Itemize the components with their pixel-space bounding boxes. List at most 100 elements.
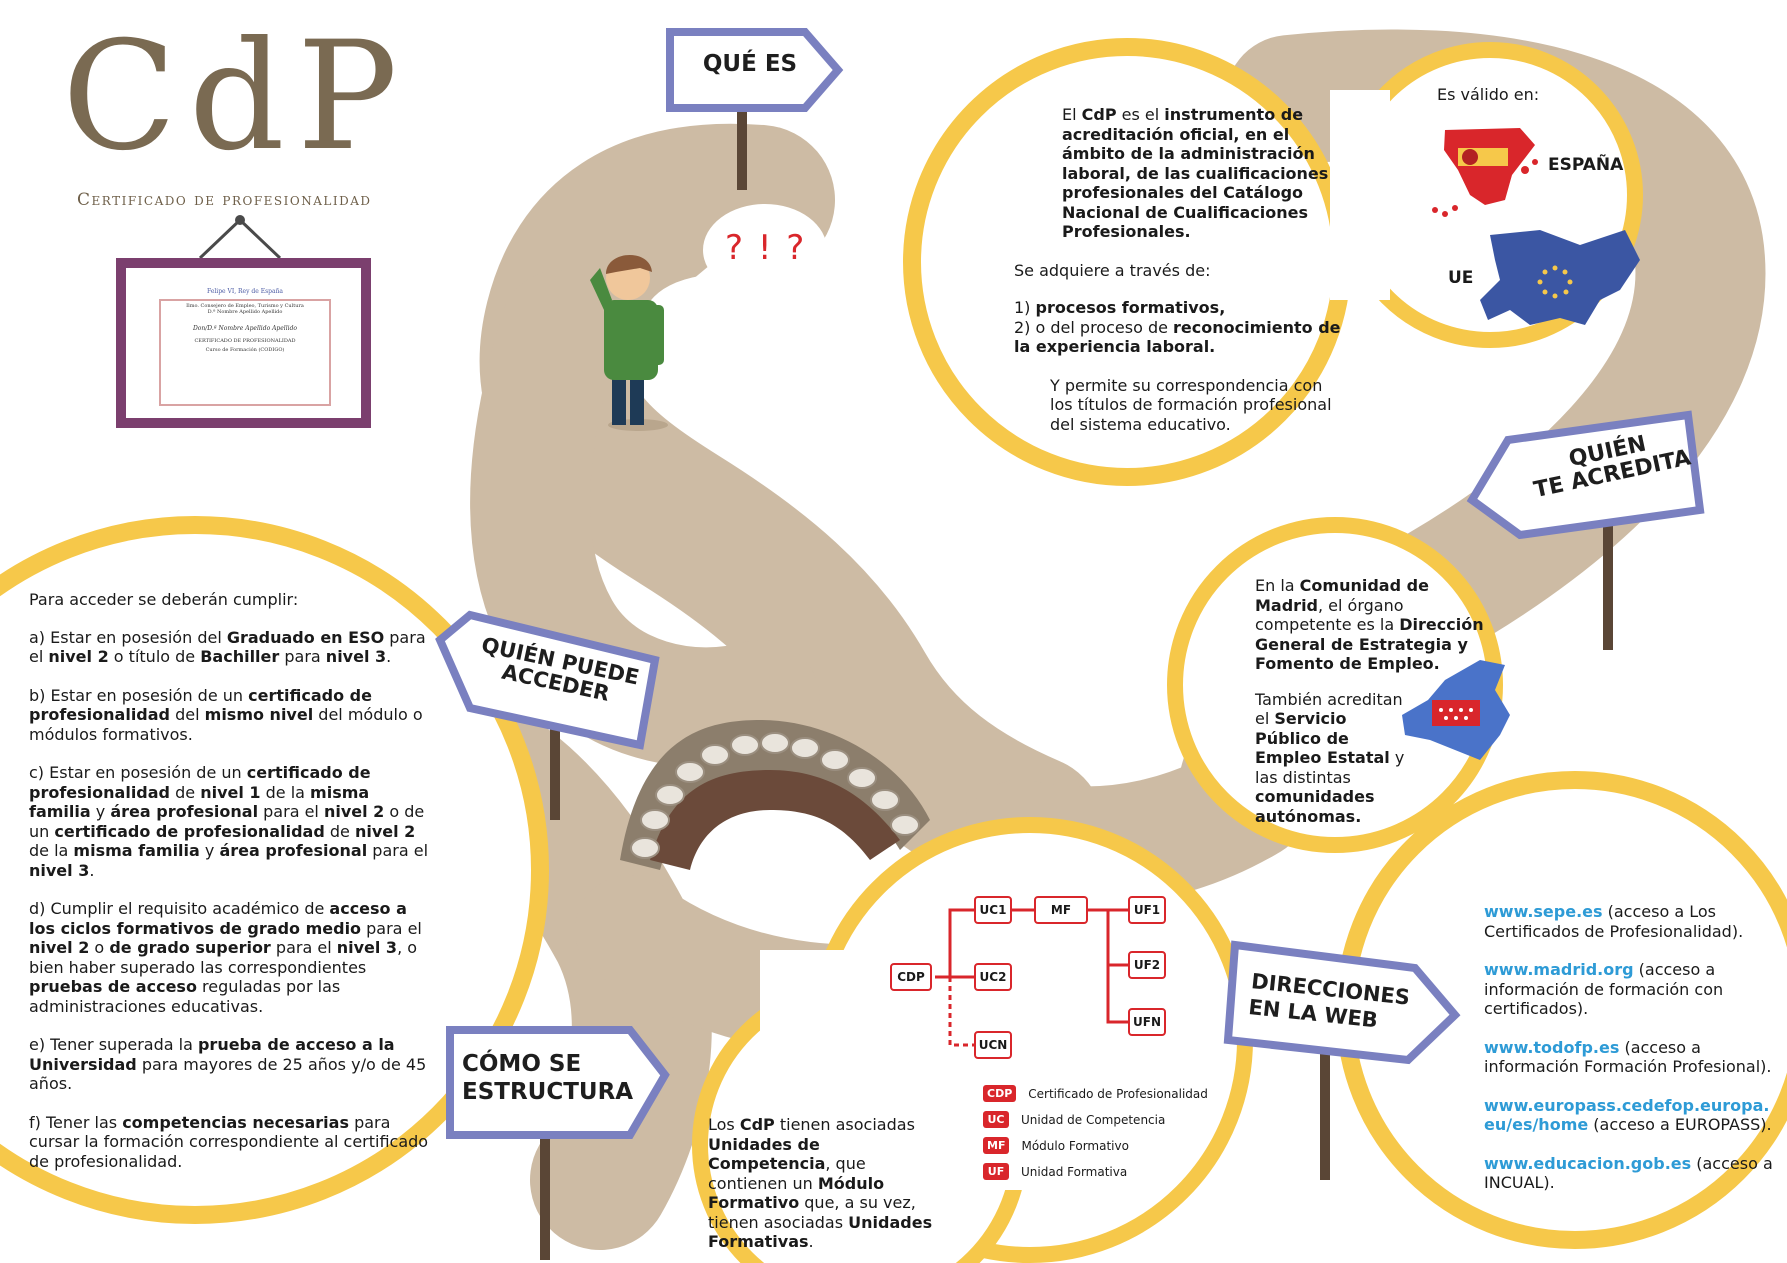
legend-item: UF Unidad Formativa [983, 1163, 1208, 1180]
web-link-madrid[interactable]: www.madrid.org [1484, 960, 1634, 980]
que-es-definition: El CdP es el instrumento de acreditación… [1062, 105, 1342, 242]
text-run: para el [361, 918, 422, 938]
text-run: f) Tener las [29, 1112, 123, 1132]
node-uf2: UF2 [1128, 951, 1166, 979]
que-es-correspondencia: Y permite su correspondencia con los tít… [1050, 376, 1340, 435]
web-link-sepe[interactable]: www.sepe.es [1484, 902, 1603, 921]
acredita-section: En la Comunidad de Madrid, el órgano com… [1255, 576, 1490, 845]
bold-text: Dirección General de Estrategia y Foment… [1255, 615, 1484, 674]
bold-text: pruebas de acceso [29, 977, 197, 997]
web-link-item: www.todofp.es (acceso a información Form… [1484, 1038, 1774, 1077]
text-run: , que contienen un [708, 1154, 866, 1193]
text-run: de la [29, 841, 74, 861]
bold-text: CdP [1081, 105, 1117, 124]
spain-map [1432, 128, 1538, 217]
bold-text: prueba de acceso a la Universidad [29, 1035, 395, 1074]
text-run: para mayores de 25 años y/o de 45 años. [29, 1054, 427, 1094]
legend-code: UF [983, 1163, 1009, 1180]
acredita-organo: En la Comunidad de Madrid, el órgano com… [1255, 576, 1490, 674]
circle-acceso [0, 516, 549, 1224]
text-run: para cursar la formación correspondiente… [29, 1112, 429, 1171]
web-link-item: www.madrid.org (acceso a información de … [1484, 960, 1774, 1019]
node-ucn: UCN [974, 1031, 1012, 1059]
text-run: 1) [1014, 298, 1036, 318]
node-ufn: UFN [1128, 1008, 1166, 1036]
bold-text: acceso a los ciclos formativos de grado … [29, 899, 407, 938]
text-run: c) Estar en posesión de un [29, 763, 247, 783]
text-run: d) Cumplir el requisito académico de [29, 899, 330, 919]
text-run: También acreditan el [1255, 689, 1403, 729]
bold-text: CdP [739, 1115, 775, 1134]
web-link-desc: (acceso a INCUAL). [1484, 1153, 1773, 1193]
acceso-item-e: e) Tener superada la prueba de acceso a … [29, 1035, 434, 1094]
node-uf1: UF1 [1128, 896, 1166, 924]
estructura-text: Los CdP tienen asociadas Unidades de Com… [708, 1115, 938, 1252]
text-run: de [170, 782, 201, 802]
text-run: o de un [29, 802, 425, 841]
ue-label: UE [1448, 268, 1474, 288]
bold-text: Servicio Público de Empleo Estatal [1255, 709, 1390, 768]
text-run: b) Estar en posesión de un [29, 685, 249, 705]
bold-text: certificado de profesionalidad [29, 763, 371, 802]
sign-que-es: Qué es [702, 51, 798, 77]
bold-text: nivel 2 [48, 647, 109, 667]
certificate-title: Felipe VI, Rey de España [206, 288, 284, 295]
text-run: o título de [108, 647, 201, 667]
node-uc2: UC2 [974, 963, 1012, 991]
bold-text: nivel 3 [336, 938, 398, 958]
certificate-frame [116, 215, 371, 428]
legend-code: MF [983, 1137, 1010, 1154]
web-link-desc: (acceso a EUROPASS). [1588, 1115, 1772, 1135]
certificate-line: CERTIFICADO DE PROFESIONALIDAD [194, 338, 296, 344]
text-run: de [324, 821, 355, 841]
web-links-section: www.sepe.es (acceso a Los Certificados d… [1484, 902, 1774, 1212]
bridge [620, 720, 930, 870]
sign-posts [540, 100, 1613, 1260]
acceso-item-a: a) Estar en posesión del Graduado en ESO… [29, 628, 434, 667]
web-link-desc: (acceso a información de formación con c… [1484, 960, 1724, 1019]
web-link-todofp[interactable]: www.todofp.es [1484, 1037, 1620, 1057]
europe-map [1480, 230, 1640, 325]
acceso-section: Para acceder se deberán cumplir: a) Esta… [29, 590, 434, 1190]
sign-como-se-estructura-line1: Cómo se [462, 1051, 582, 1077]
bold-text: nivel 2 [29, 938, 90, 958]
acceso-item-c: c) Estar en posesión de un certificado d… [29, 763, 434, 880]
text-run: para el [29, 627, 426, 667]
acceso-intro: Para acceder se deberán cumplir: [29, 590, 434, 610]
text-run: e) Tener superada la [29, 1035, 198, 1055]
speech-bubble [680, 204, 827, 296]
node-cdp: CDP [890, 963, 932, 991]
bold-text: Graduado en ESO [226, 627, 385, 647]
certificate-line: Don/D.ª Nombre Apellido Apellido [192, 325, 298, 332]
sign-como-se-estructura: Cómo se estructura [462, 1052, 642, 1104]
bold-text: nivel 2 [354, 821, 416, 841]
web-link-educacion[interactable]: www.educacion.gob.es [1484, 1153, 1692, 1173]
text-run: o [89, 938, 110, 958]
web-link-item: www.educacion.gob.es (acceso a INCUAL). [1484, 1154, 1774, 1193]
web-link-europass[interactable]: www.europass.cedefop.europa.eu/es/home [1484, 1095, 1770, 1135]
logo-subtitle: Certificado de profesionalidad [77, 190, 372, 210]
legend-item: CDP Certificado de Profesionalidad [983, 1085, 1208, 1102]
text-run: de la [260, 782, 311, 802]
text-run: . [89, 860, 95, 880]
bold-text: misma familia [29, 782, 370, 822]
legend-label: Certificado de Profesionalidad [1028, 1086, 1208, 1101]
bold-text: misma familia [73, 841, 200, 861]
legend-code: UC [983, 1111, 1009, 1128]
cdp-logo: CdP [62, 10, 410, 184]
madrid-map [1402, 660, 1510, 760]
text-run: tienen asociadas [774, 1115, 915, 1134]
text-run: para [279, 647, 326, 667]
text-run: , o bien haber superado las correspondie… [29, 938, 418, 977]
text-run: reguladas por las administraciones educa… [29, 977, 341, 1016]
text-run: Se adquiere a través de: [1014, 260, 1211, 280]
text-run: Los [708, 1115, 740, 1134]
web-link-item: www.sepe.es (acceso a Los Certificados d… [1484, 902, 1774, 941]
bold-text: procesos formativos, [1035, 298, 1226, 318]
bold-text: Comunidad de Madrid [1255, 576, 1429, 615]
text-run: a) Estar en posesión del [29, 627, 227, 647]
node-uc1: UC1 [974, 896, 1012, 924]
espana-label: ESPAÑA [1548, 155, 1624, 175]
bold-text: nivel 3 [29, 860, 90, 880]
person-figure [590, 254, 668, 431]
